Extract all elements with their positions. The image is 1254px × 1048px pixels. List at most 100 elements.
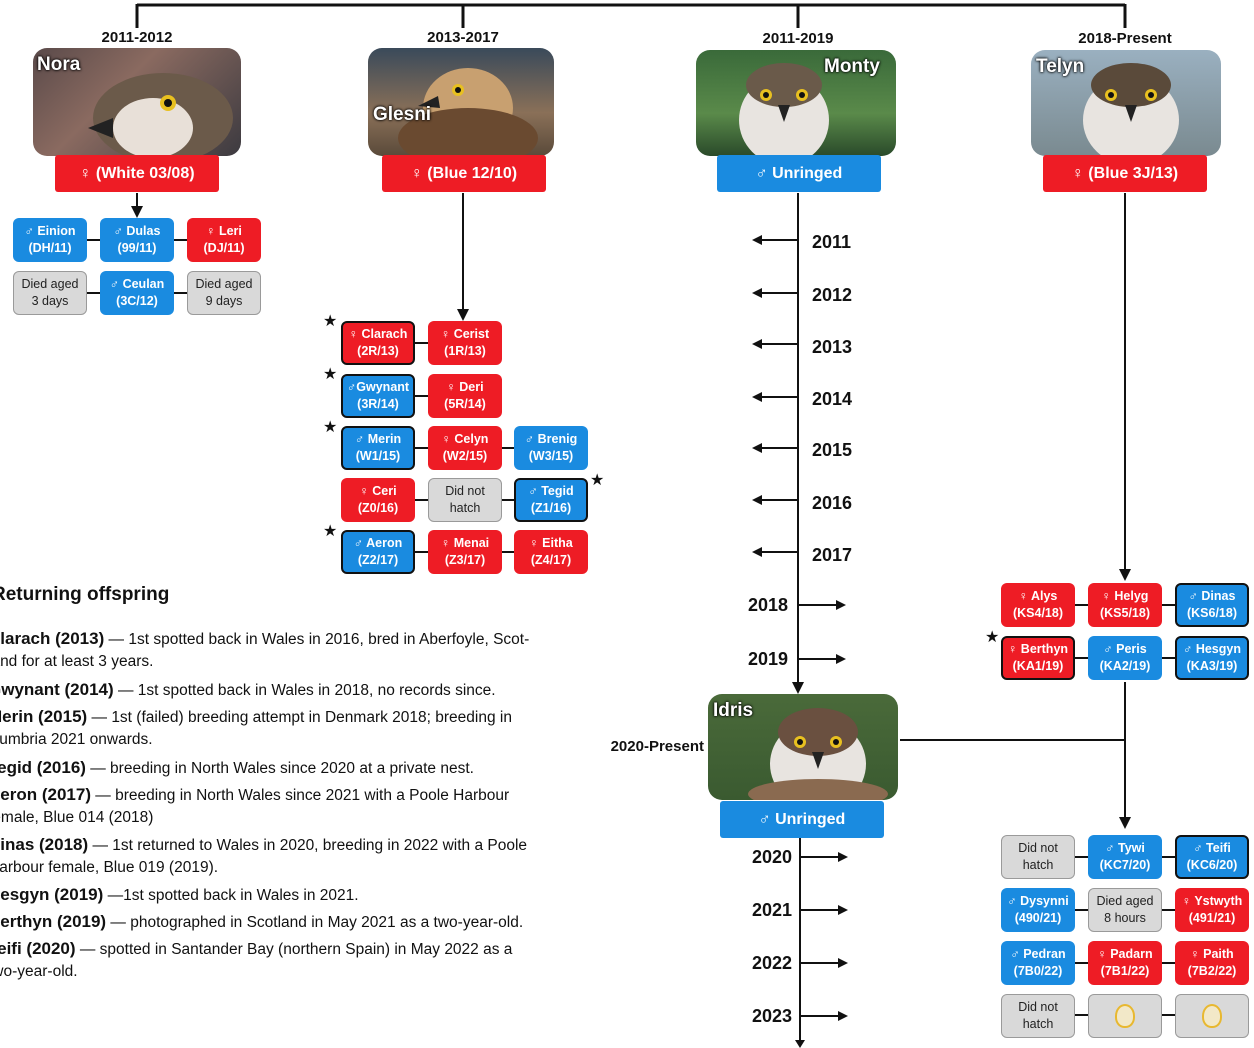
chick-box: ♀ Cerist(1R/13) — [428, 321, 502, 365]
returning-text-cont: land for at least 3 years. — [0, 653, 154, 670]
chick-name: ♀ Berthyn — [1007, 642, 1069, 656]
chick-name: ♂ Pedran — [1010, 947, 1066, 961]
returning-text: — photographed in Scotland in May 2021 a… — [106, 914, 524, 931]
returning-name: Berthyn (2019) — [0, 912, 107, 931]
chick-box: ♂ Brenig(W3/15) — [514, 426, 588, 470]
egg-icon — [1202, 1004, 1222, 1028]
glesni-photo: Glesni — [368, 48, 554, 156]
chick-ring: (W2/15) — [442, 449, 488, 463]
returning-item: Berthyn (2019) — photographed in Scotlan… — [0, 912, 523, 932]
year-label: 2019 — [748, 649, 789, 669]
chick-box: ♀ Menai(Z3/17) — [428, 530, 502, 574]
chick-box: ♂ Ceulan(3C/12) — [100, 271, 174, 315]
chick-name: ♀ Celyn — [441, 432, 489, 446]
chick-box: ♂ Pedran(7B0/22) — [1001, 941, 1075, 985]
chick-ring: (KS4/18) — [1012, 606, 1064, 620]
returning-text: — 1st returned to Wales in 2020, breedin… — [88, 837, 528, 854]
chick-ring: (KC6/20) — [1186, 858, 1238, 872]
period-telyn: 2018-Present — [1078, 30, 1172, 47]
nora-name: Nora — [37, 54, 81, 75]
chick-box: ♂ Tegid(Z1/16) — [514, 478, 588, 522]
star-icon: ★ — [985, 629, 1000, 646]
chick-ring: (W1/15) — [355, 449, 401, 463]
returning-item: Hesgyn (2019) —1st spotted back in Wales… — [0, 885, 359, 905]
glesni-ring-tag: ♀ (Blue 12/10) — [382, 155, 546, 192]
year-label: 2021 — [752, 900, 793, 920]
chick-box: ♂ Tywi(KC7/20) — [1088, 835, 1162, 879]
chick-name: ♀ Paith — [1190, 947, 1234, 961]
chick-box: ♂ Aeron(Z2/17) — [341, 530, 415, 574]
chick-box: ♀ Alys (KS4/18) — [1001, 583, 1075, 627]
chick-box: ♀ Celyn (W2/15) — [428, 426, 502, 470]
year-label: 2020 — [752, 847, 793, 867]
chick-ring: (5R/14) — [444, 397, 486, 411]
chick-box: ♀ Berthyn(KA1/19) — [1001, 636, 1075, 680]
returning-item: Merin (2015) — 1st (failed) breeding att… — [0, 707, 512, 727]
osprey-head-icon — [88, 73, 233, 156]
chick-name: ♀ Ceri — [359, 484, 397, 498]
chick-ring: hatch — [1022, 1017, 1054, 1031]
chick-ring: (7B2/22) — [1187, 964, 1237, 978]
returning-item: Dinas (2018) — 1st returned to Wales in … — [0, 835, 527, 855]
chick-name: ♀ Ystwyth — [1181, 894, 1243, 908]
chick-name: ♀ Leri — [206, 224, 242, 238]
monty-name: Monty — [824, 56, 880, 77]
chick-ring: 9 days — [205, 294, 243, 308]
chick-box — [1175, 994, 1249, 1038]
chick-name: Did not — [445, 484, 485, 498]
chick-name: ♀ Alys — [1018, 589, 1058, 603]
period-monty: 2011-2019 — [762, 30, 834, 47]
returning-name: Gwynant (2014) — [0, 680, 114, 699]
chick-box: ♀ Clarach(2R/13) — [341, 321, 415, 365]
period-glesni: 2013-2017 — [427, 29, 499, 46]
chick-name: ♀ Deri — [446, 380, 484, 394]
year-label: 2011 — [812, 232, 852, 252]
chick-ring: (Z0/16) — [357, 501, 399, 515]
returning-name: Aeron (2017) — [0, 785, 91, 804]
returning-text: — breeding in North Wales since 2020 at … — [85, 760, 474, 777]
year-label: 2016 — [812, 493, 853, 513]
returning-text: — breeding in North Wales since 2021 wit… — [90, 787, 510, 804]
returning-item: Gwynant (2014) — 1st spotted back in Wal… — [0, 680, 496, 700]
egg-icon — [1115, 1004, 1135, 1028]
chick-box: ♂ Peris (KA2/19) — [1088, 636, 1162, 680]
glesni-name: Glesni — [373, 104, 432, 125]
chick-box: ♀ Padarn(7B1/22) — [1088, 941, 1162, 985]
returning-heading: Returning offspring — [0, 584, 170, 605]
chick-name: ♂ Hesgyn — [1182, 642, 1241, 656]
chick-ring: (KS6/18) — [1186, 606, 1238, 620]
chick-ring: (2R/13) — [357, 344, 399, 358]
chick-ring: (KA2/19) — [1099, 659, 1151, 673]
chick-ring: hatch — [1022, 858, 1054, 872]
chick-name: ♂ Tywi — [1105, 841, 1145, 855]
chick-ring: hatch — [449, 501, 481, 515]
chick-box: ♂Gwynant(3R/14) — [341, 374, 415, 418]
chick-name: ♂ Peris — [1103, 642, 1147, 656]
chick-box: ♂ Dulas(99/11) — [100, 218, 174, 262]
chick-box: ♂ Teifi(KC6/20) — [1175, 835, 1249, 879]
chick-ring: (Z3/17) — [444, 553, 486, 567]
chick-name: ♀ Cerist — [440, 327, 490, 341]
idris-photo: Idris — [708, 694, 898, 800]
chick-box — [1088, 994, 1162, 1038]
period-nora: 2011-2012 — [101, 29, 173, 46]
chick-name: ♂ Merin — [354, 432, 402, 446]
returning-text: — spotted in Santander Bay (northern Spa… — [75, 941, 513, 958]
returning-item: Aeron (2017) — breeding in North Wales s… — [0, 785, 509, 805]
year-label: 2023 — [752, 1006, 793, 1026]
idris-name: Idris — [713, 700, 754, 721]
chick-name: Died aged — [21, 277, 79, 291]
chick-name: Died aged — [195, 277, 253, 291]
chick-name: Died aged — [1096, 894, 1154, 908]
returning-text-cont: female, Blue 014 (2018) — [0, 809, 154, 826]
returning-text-cont: Harbour female, Blue 019 (2019). — [0, 859, 219, 876]
star-icon: ★ — [323, 313, 338, 330]
chick-ring: (491/21) — [1188, 911, 1236, 925]
chick-ring: (7B1/22) — [1100, 964, 1150, 978]
chick-name: ♂ Dinas — [1188, 589, 1236, 603]
returning-name: Hesgyn (2019) — [0, 885, 104, 904]
monty-photo: Monty — [696, 50, 896, 156]
